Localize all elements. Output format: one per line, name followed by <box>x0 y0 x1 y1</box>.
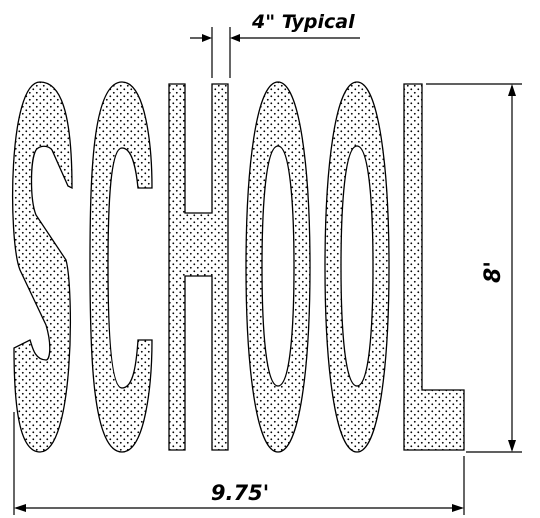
letter-o-first <box>245 81 311 453</box>
width-dimension <box>13 412 465 515</box>
height-dimension <box>426 83 522 453</box>
letter-s <box>11 81 73 453</box>
letter-h <box>168 83 229 451</box>
letter-o-second <box>324 81 390 453</box>
width-label: 9.75' <box>211 481 269 505</box>
stroke-width-dimension <box>190 27 360 78</box>
letter-l <box>403 83 465 451</box>
stroke-width-label: 4" Typical <box>251 11 355 33</box>
height-label: 8' <box>481 261 506 283</box>
letter-c <box>89 81 153 453</box>
